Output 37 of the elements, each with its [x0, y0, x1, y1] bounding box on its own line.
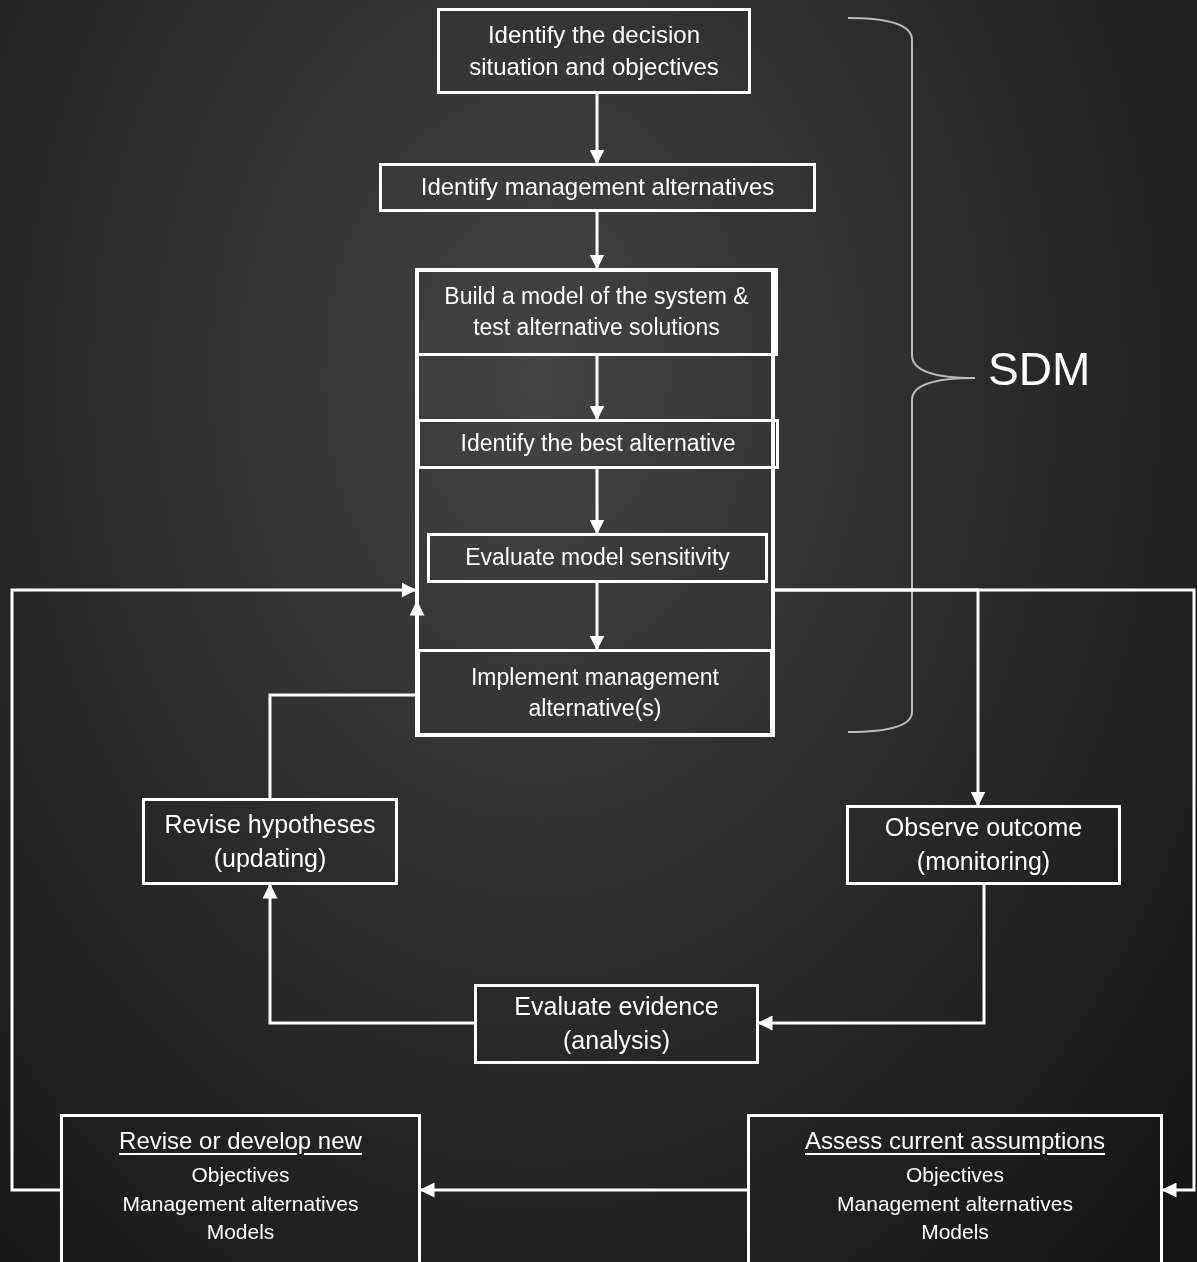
list-item: Objectives — [904, 1162, 1005, 1189]
process-box — [437, 8, 751, 94]
arrow — [262, 883, 474, 1025]
box-label: Implement management alternative(s) — [470, 662, 720, 723]
box-label: Identify management alternatives — [419, 172, 776, 203]
list-item: Management alternatives — [121, 1190, 360, 1217]
arrow — [775, 588, 1196, 1198]
process-box — [427, 533, 768, 583]
process-box — [417, 419, 779, 469]
process-box — [60, 1114, 421, 1262]
bracket-label: SDM — [988, 346, 1091, 392]
box-label: Observe outcome (monitoring) — [883, 812, 1084, 877]
box-heading: Revise or develop new — [118, 1126, 363, 1156]
process-box — [379, 163, 816, 212]
arrow — [589, 212, 605, 270]
list-item: Models — [205, 1219, 276, 1246]
list-item: Objectives — [190, 1162, 291, 1189]
box-label: Identify the best alternative — [459, 429, 737, 459]
arrow — [589, 469, 605, 535]
arrow — [589, 583, 605, 651]
process-box — [846, 805, 1121, 885]
process-box — [747, 1114, 1163, 1262]
box-label: Evaluate model sensitivity — [464, 543, 731, 573]
process-box — [142, 798, 398, 885]
arrow — [419, 1182, 747, 1198]
process-box — [474, 984, 759, 1064]
box-heading: Assess current assumptions — [803, 1126, 1107, 1156]
list-item: Management alternatives — [836, 1190, 1074, 1217]
arrow — [757, 885, 986, 1031]
box-label: Build a model of the system & test alternative solutions — [443, 281, 750, 342]
box-label: Revise hypotheses (updating) — [163, 808, 377, 874]
box-label: Evaluate evidence (analysis) — [513, 991, 720, 1056]
list-item: Models — [920, 1219, 990, 1246]
box-label: Identify the decision situation and objectives — [468, 19, 720, 82]
arrow — [10, 582, 417, 1192]
arrow — [589, 356, 605, 421]
arrow — [589, 94, 605, 165]
